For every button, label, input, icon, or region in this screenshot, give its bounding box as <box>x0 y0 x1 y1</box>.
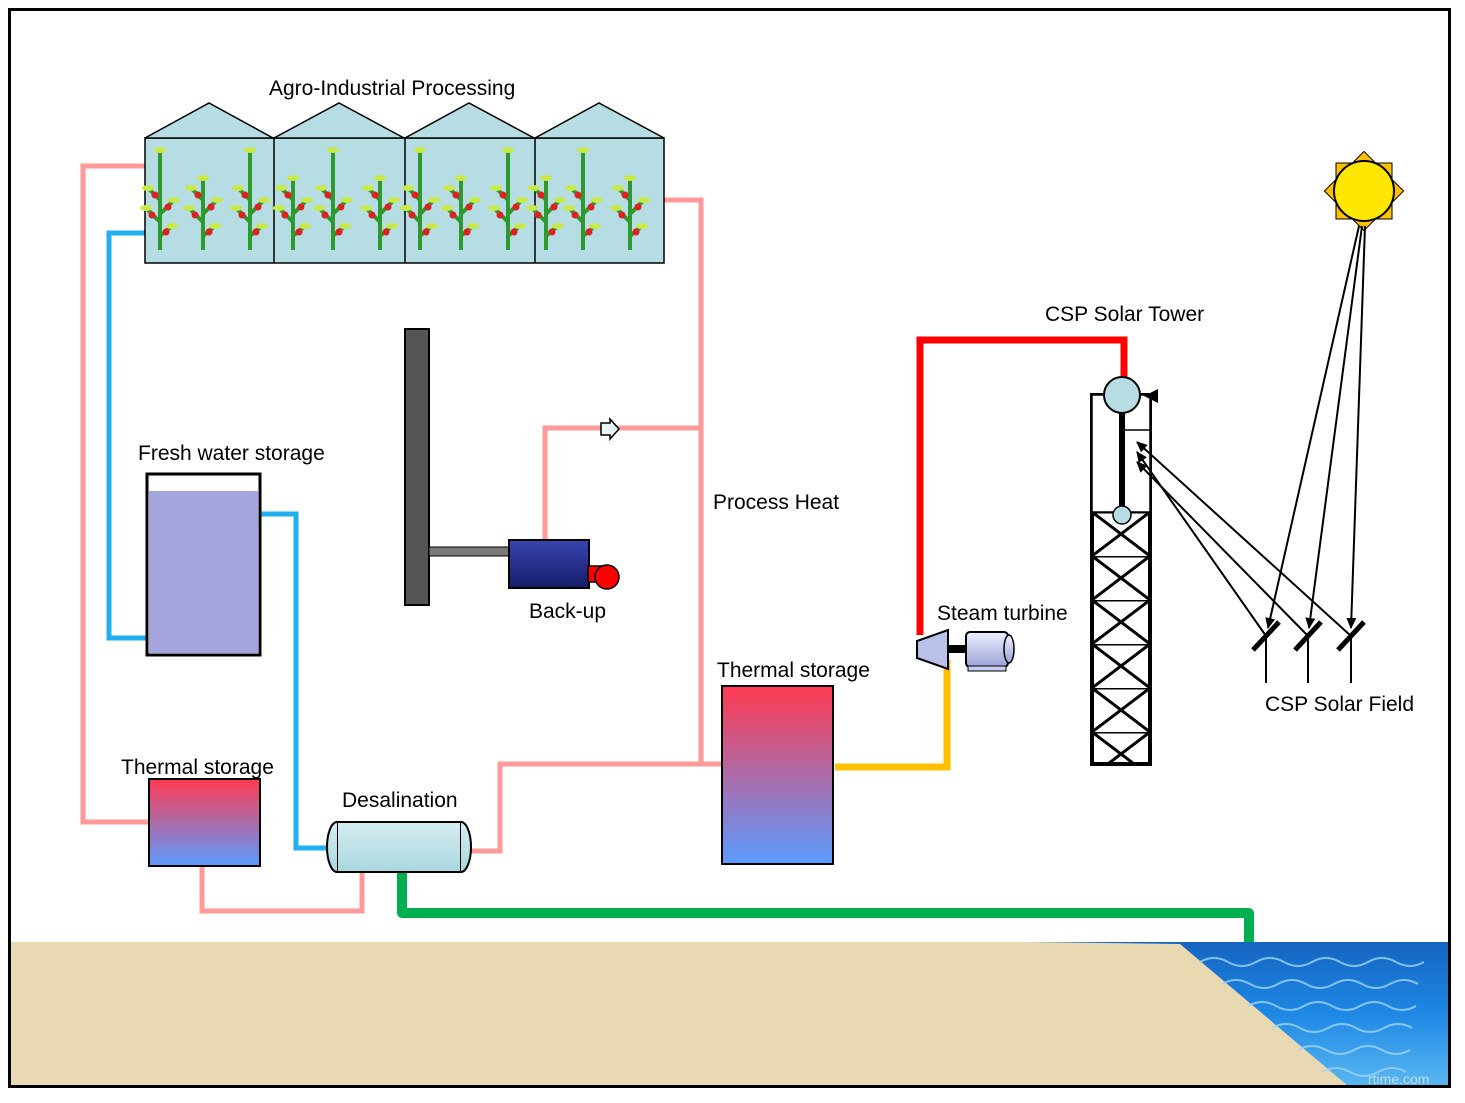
tomato-plant-icon <box>488 147 528 250</box>
heliostat <box>1336 620 1366 683</box>
reflected-rays <box>1136 441 1352 637</box>
tomato-plant-icon <box>526 175 566 250</box>
label-csp-solar-field: CSP Solar Field <box>1265 693 1415 716</box>
desalination-unit <box>326 821 472 873</box>
tomato-plant-icon <box>140 147 180 250</box>
backup-burner-head <box>594 564 620 590</box>
label-csp-solar-tower: CSP Solar Tower <box>1045 303 1205 326</box>
flow-direction-arrow-icon <box>600 417 621 441</box>
label-steam-turbine: Steam turbine <box>937 602 1068 625</box>
thermal-storage-center <box>721 685 834 865</box>
label-fresh-water-storage: Fresh water storage <box>138 442 325 465</box>
label-agro-industrial-processing: Agro-Industrial Processing <box>269 77 516 100</box>
tower-receiver <box>1103 376 1141 414</box>
label-back-up: Back-up <box>529 600 607 623</box>
greenhouse-row <box>140 102 665 264</box>
tomato-plant-icon <box>230 147 270 250</box>
tomato-plant-icon <box>441 175 481 250</box>
generator-base <box>967 665 1007 672</box>
sun-rays <box>1265 225 1366 629</box>
tomato-plant-icon <box>360 175 400 250</box>
backup-boiler <box>508 539 590 589</box>
fresh-water-level <box>149 491 258 653</box>
heliostat-field <box>1251 620 1366 683</box>
hot-water-pipes <box>80 163 722 914</box>
label-process-heat: Process Heat <box>713 491 840 514</box>
heliostat <box>1251 620 1281 683</box>
watermark: rtime.com <box>1368 1071 1429 1087</box>
label-thermal-storage-left: Thermal storage <box>121 756 274 779</box>
sun-icon <box>1323 150 1405 232</box>
tomato-plants <box>140 147 650 250</box>
condensate-pipe <box>835 660 951 771</box>
tomato-plant-icon <box>400 147 440 250</box>
generator <box>965 631 1009 668</box>
seawater-intake-pipe <box>397 872 1254 942</box>
tomato-plant-icon <box>273 175 313 250</box>
tomato-plant-icon <box>183 175 223 250</box>
sea <box>1030 942 1448 1086</box>
flue-connector <box>428 546 510 557</box>
steam-turbine <box>916 628 949 671</box>
turbine-shaft <box>948 645 968 653</box>
csp-solar-tower <box>1090 376 1158 766</box>
label-thermal-storage-center: Thermal storage <box>717 659 870 682</box>
tomato-plant-icon <box>563 147 603 250</box>
chimney <box>404 328 430 606</box>
label-desalination: Desalination <box>342 789 458 812</box>
heliostat <box>1293 620 1323 683</box>
tomato-plant-icon <box>313 147 353 250</box>
steam-pipe <box>916 336 1128 635</box>
sea-waves <box>1199 957 1425 1077</box>
receiver-arrow-icon <box>1144 389 1158 403</box>
generator-end-cap <box>1003 634 1015 664</box>
tomato-plant-icon <box>610 175 650 250</box>
fresh-water-pipes <box>106 230 330 851</box>
thermal-storage-left <box>148 778 261 867</box>
tower-lower-drum <box>1112 505 1132 525</box>
